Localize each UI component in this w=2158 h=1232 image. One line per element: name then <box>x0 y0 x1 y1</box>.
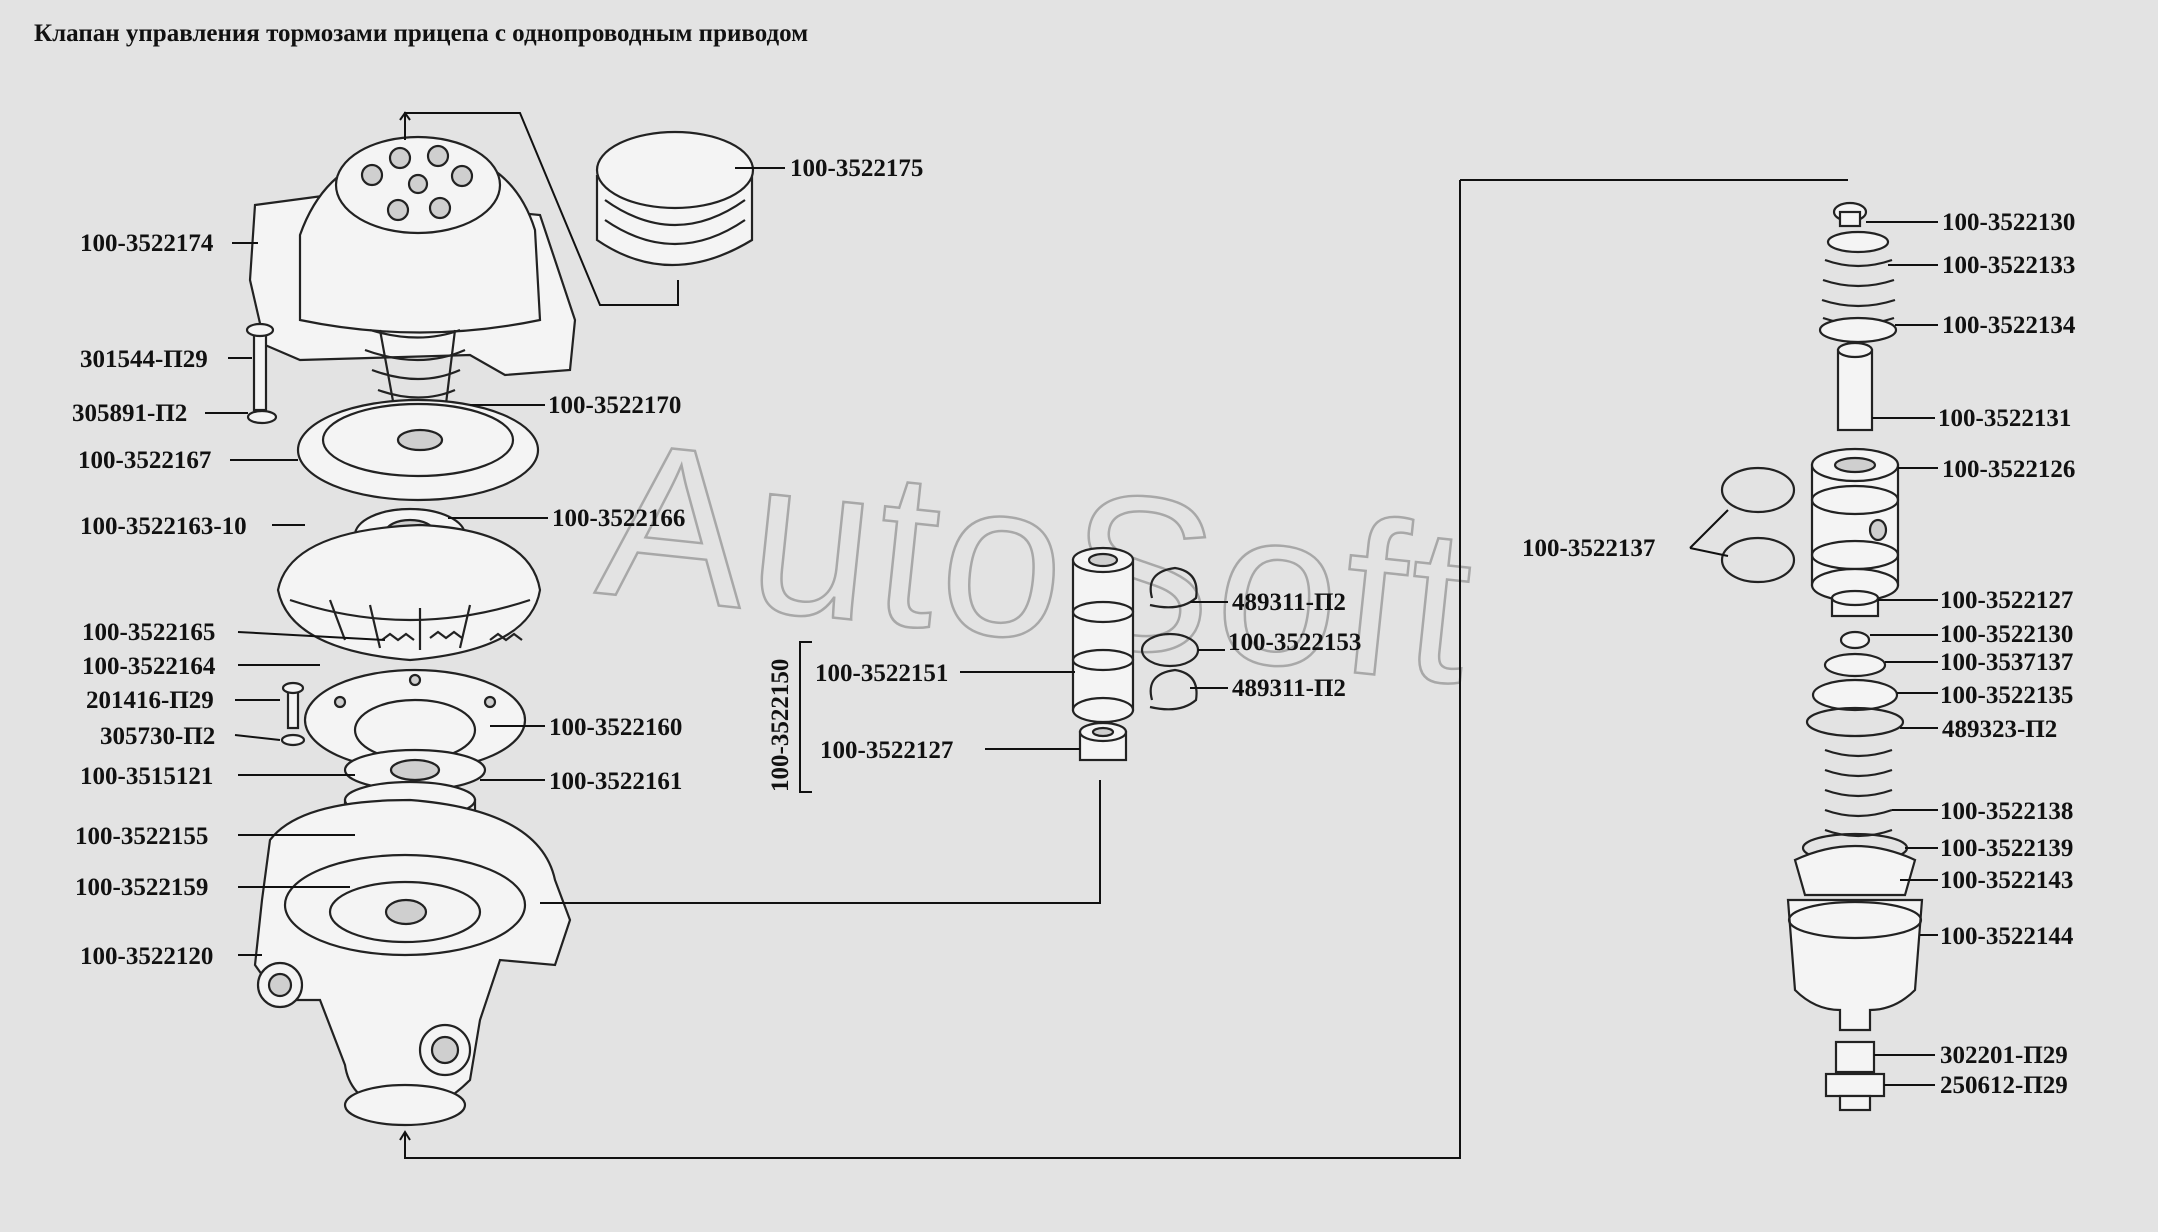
callout-100-3522133: 100-3522133 <box>1942 252 2075 279</box>
callout-100-3522127-right: 100-3522127 <box>1940 587 2073 614</box>
callout-100-3522120: 100-3522120 <box>80 943 213 970</box>
callout-100-3522137: 100-3522137 <box>1522 535 1655 562</box>
callout-100-3522134: 100-3522134 <box>1942 312 2076 339</box>
callout-labels: 100-3522175 100-3522174 301544-П29 30589… <box>72 155 2076 1099</box>
right-valve-stack-part <box>1786 201 1924 1112</box>
callout-100-3522174: 100-3522174 <box>80 230 214 257</box>
callout-100-3522155: 100-3522155 <box>75 823 208 850</box>
small-springs-part <box>381 630 523 642</box>
callout-100-3522160: 100-3522160 <box>549 714 682 741</box>
watermark: AutoSoft <box>589 395 1486 731</box>
callout-100-3522153: 100-3522153 <box>1228 629 1361 656</box>
top-cover-part <box>248 135 577 377</box>
callout-100-3522163-10: 100-3522163-10 <box>80 513 247 540</box>
callout-302201-p29: 302201-П29 <box>1940 1042 2068 1069</box>
valve-housing-part <box>253 798 572 1127</box>
callout-100-3522159: 100-3522159 <box>75 874 208 901</box>
lock-washer-part <box>280 733 306 747</box>
bushing-part <box>1078 721 1128 762</box>
callout-301544-p29: 301544-П29 <box>80 346 208 373</box>
callout-100-3522164: 100-3522164 <box>82 653 216 680</box>
callout-100-3522143: 100-3522143 <box>1940 867 2073 894</box>
callout-489323-p2: 489323-П2 <box>1942 716 2057 743</box>
page-title: Клапан управления тормозами прицепа с од… <box>34 20 809 47</box>
callout-100-3522131: 100-3522131 <box>1938 405 2071 432</box>
callout-489311-p2-bottom: 489311-П2 <box>1232 675 1346 702</box>
sleeve-part <box>1071 546 1135 724</box>
filter-part <box>595 130 755 267</box>
callout-100-3522150: 100-3522150 <box>767 659 794 792</box>
callout-100-3537137: 100-3537137 <box>1940 649 2073 676</box>
spring-plate-part <box>296 398 540 502</box>
callout-489311-p2-top: 489311-П2 <box>1232 589 1346 616</box>
callout-100-3522151: 100-3522151 <box>815 660 948 687</box>
callout-100-3522167: 100-3522167 <box>78 447 211 474</box>
callout-100-3522166: 100-3522166 <box>552 505 685 532</box>
callout-100-3522144: 100-3522144 <box>1940 923 2074 950</box>
leader-lines <box>205 167 1938 1086</box>
callout-100-3522130-mid: 100-3522130 <box>1940 621 2073 648</box>
callout-100-3522126: 100-3522126 <box>1942 456 2075 483</box>
intermediate-plate-part <box>303 668 527 772</box>
callout-100-3522161: 100-3522161 <box>549 768 682 795</box>
callout-100-3522135: 100-3522135 <box>1940 682 2073 709</box>
diaphragm-part <box>276 523 542 662</box>
retaining-rings-part <box>1140 566 1200 711</box>
callout-100-3522127-mid: 100-3522127 <box>820 737 953 764</box>
spring-washer-part <box>246 409 278 425</box>
callout-100-3522165: 100-3522165 <box>82 619 215 646</box>
callout-100-3522130-top: 100-3522130 <box>1942 209 2075 236</box>
o-rings-part <box>1720 466 1796 584</box>
callout-100-3522139: 100-3522139 <box>1940 835 2073 862</box>
callout-201416-p29: 201416-П29 <box>86 687 214 714</box>
callout-100-3522175: 100-3522175 <box>790 155 923 182</box>
callout-100-3522170: 100-3522170 <box>548 392 681 419</box>
callout-305730-p2: 305730-П2 <box>100 723 215 750</box>
callout-250612-p29: 250612-П29 <box>1940 1072 2068 1099</box>
callout-100-3515121: 100-3515121 <box>80 763 213 790</box>
valve-seat-part <box>343 748 487 792</box>
screw-part <box>281 681 305 730</box>
callout-100-3522138: 100-3522138 <box>1940 798 2073 825</box>
spring-part <box>364 328 466 418</box>
bolt-part <box>245 322 275 412</box>
callout-305891-p2: 305891-П2 <box>72 400 187 427</box>
